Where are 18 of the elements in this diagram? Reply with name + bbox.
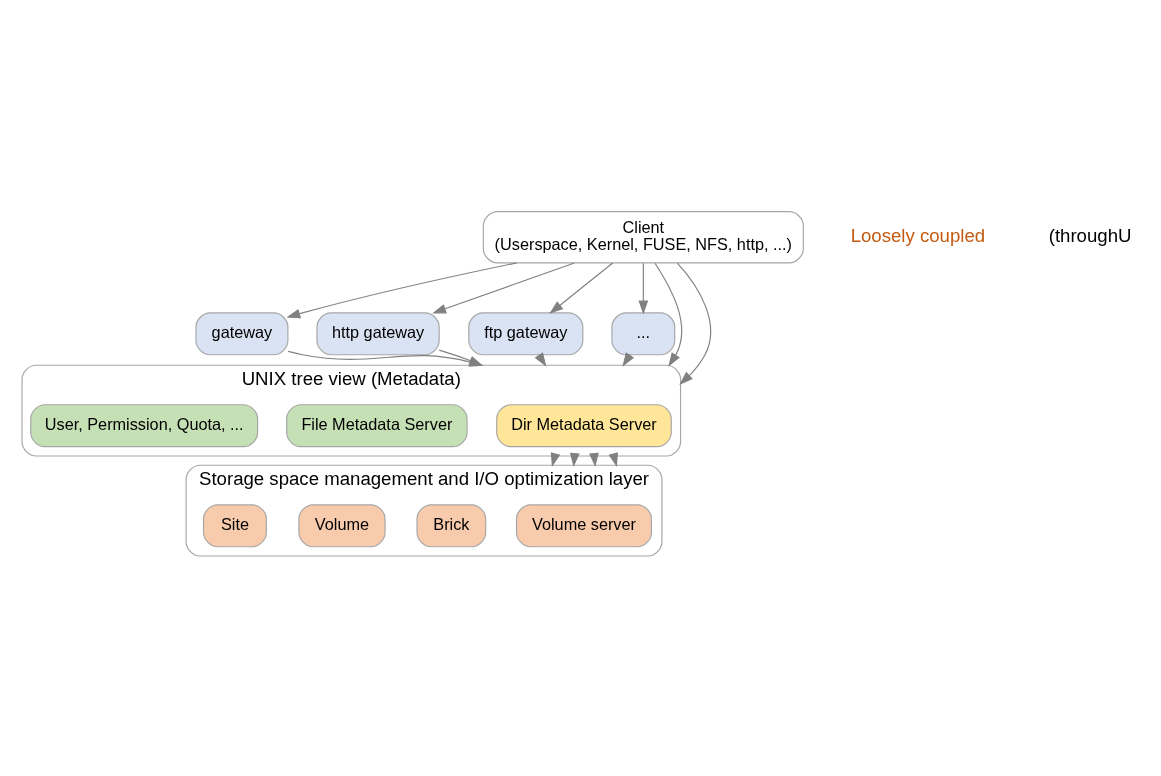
arrow bbox=[676, 262, 712, 385]
node-box: Site bbox=[202, 503, 267, 547]
node-box: Volume server bbox=[515, 503, 653, 547]
node-box: Dir Metadata Server bbox=[496, 403, 672, 447]
arrow bbox=[654, 262, 683, 367]
node-box: http gateway bbox=[316, 311, 440, 355]
node-box: User, Permission, Quota, ... bbox=[30, 403, 259, 447]
arrow bbox=[432, 261, 575, 313]
label: Loosely coupled bbox=[850, 224, 986, 246]
label: (throughU bbox=[1048, 224, 1132, 246]
node-box: Volume bbox=[298, 503, 386, 547]
node-box: Client (Userspace, Kernel, FUSE, NFS, http, ...) bbox=[482, 210, 804, 263]
arrow bbox=[286, 261, 518, 318]
node-box: File Metadata Server bbox=[286, 403, 468, 447]
node-box: Brick bbox=[416, 503, 487, 547]
arrow bbox=[549, 261, 614, 314]
node-box: gateway bbox=[195, 311, 289, 355]
arrow bbox=[638, 262, 649, 315]
